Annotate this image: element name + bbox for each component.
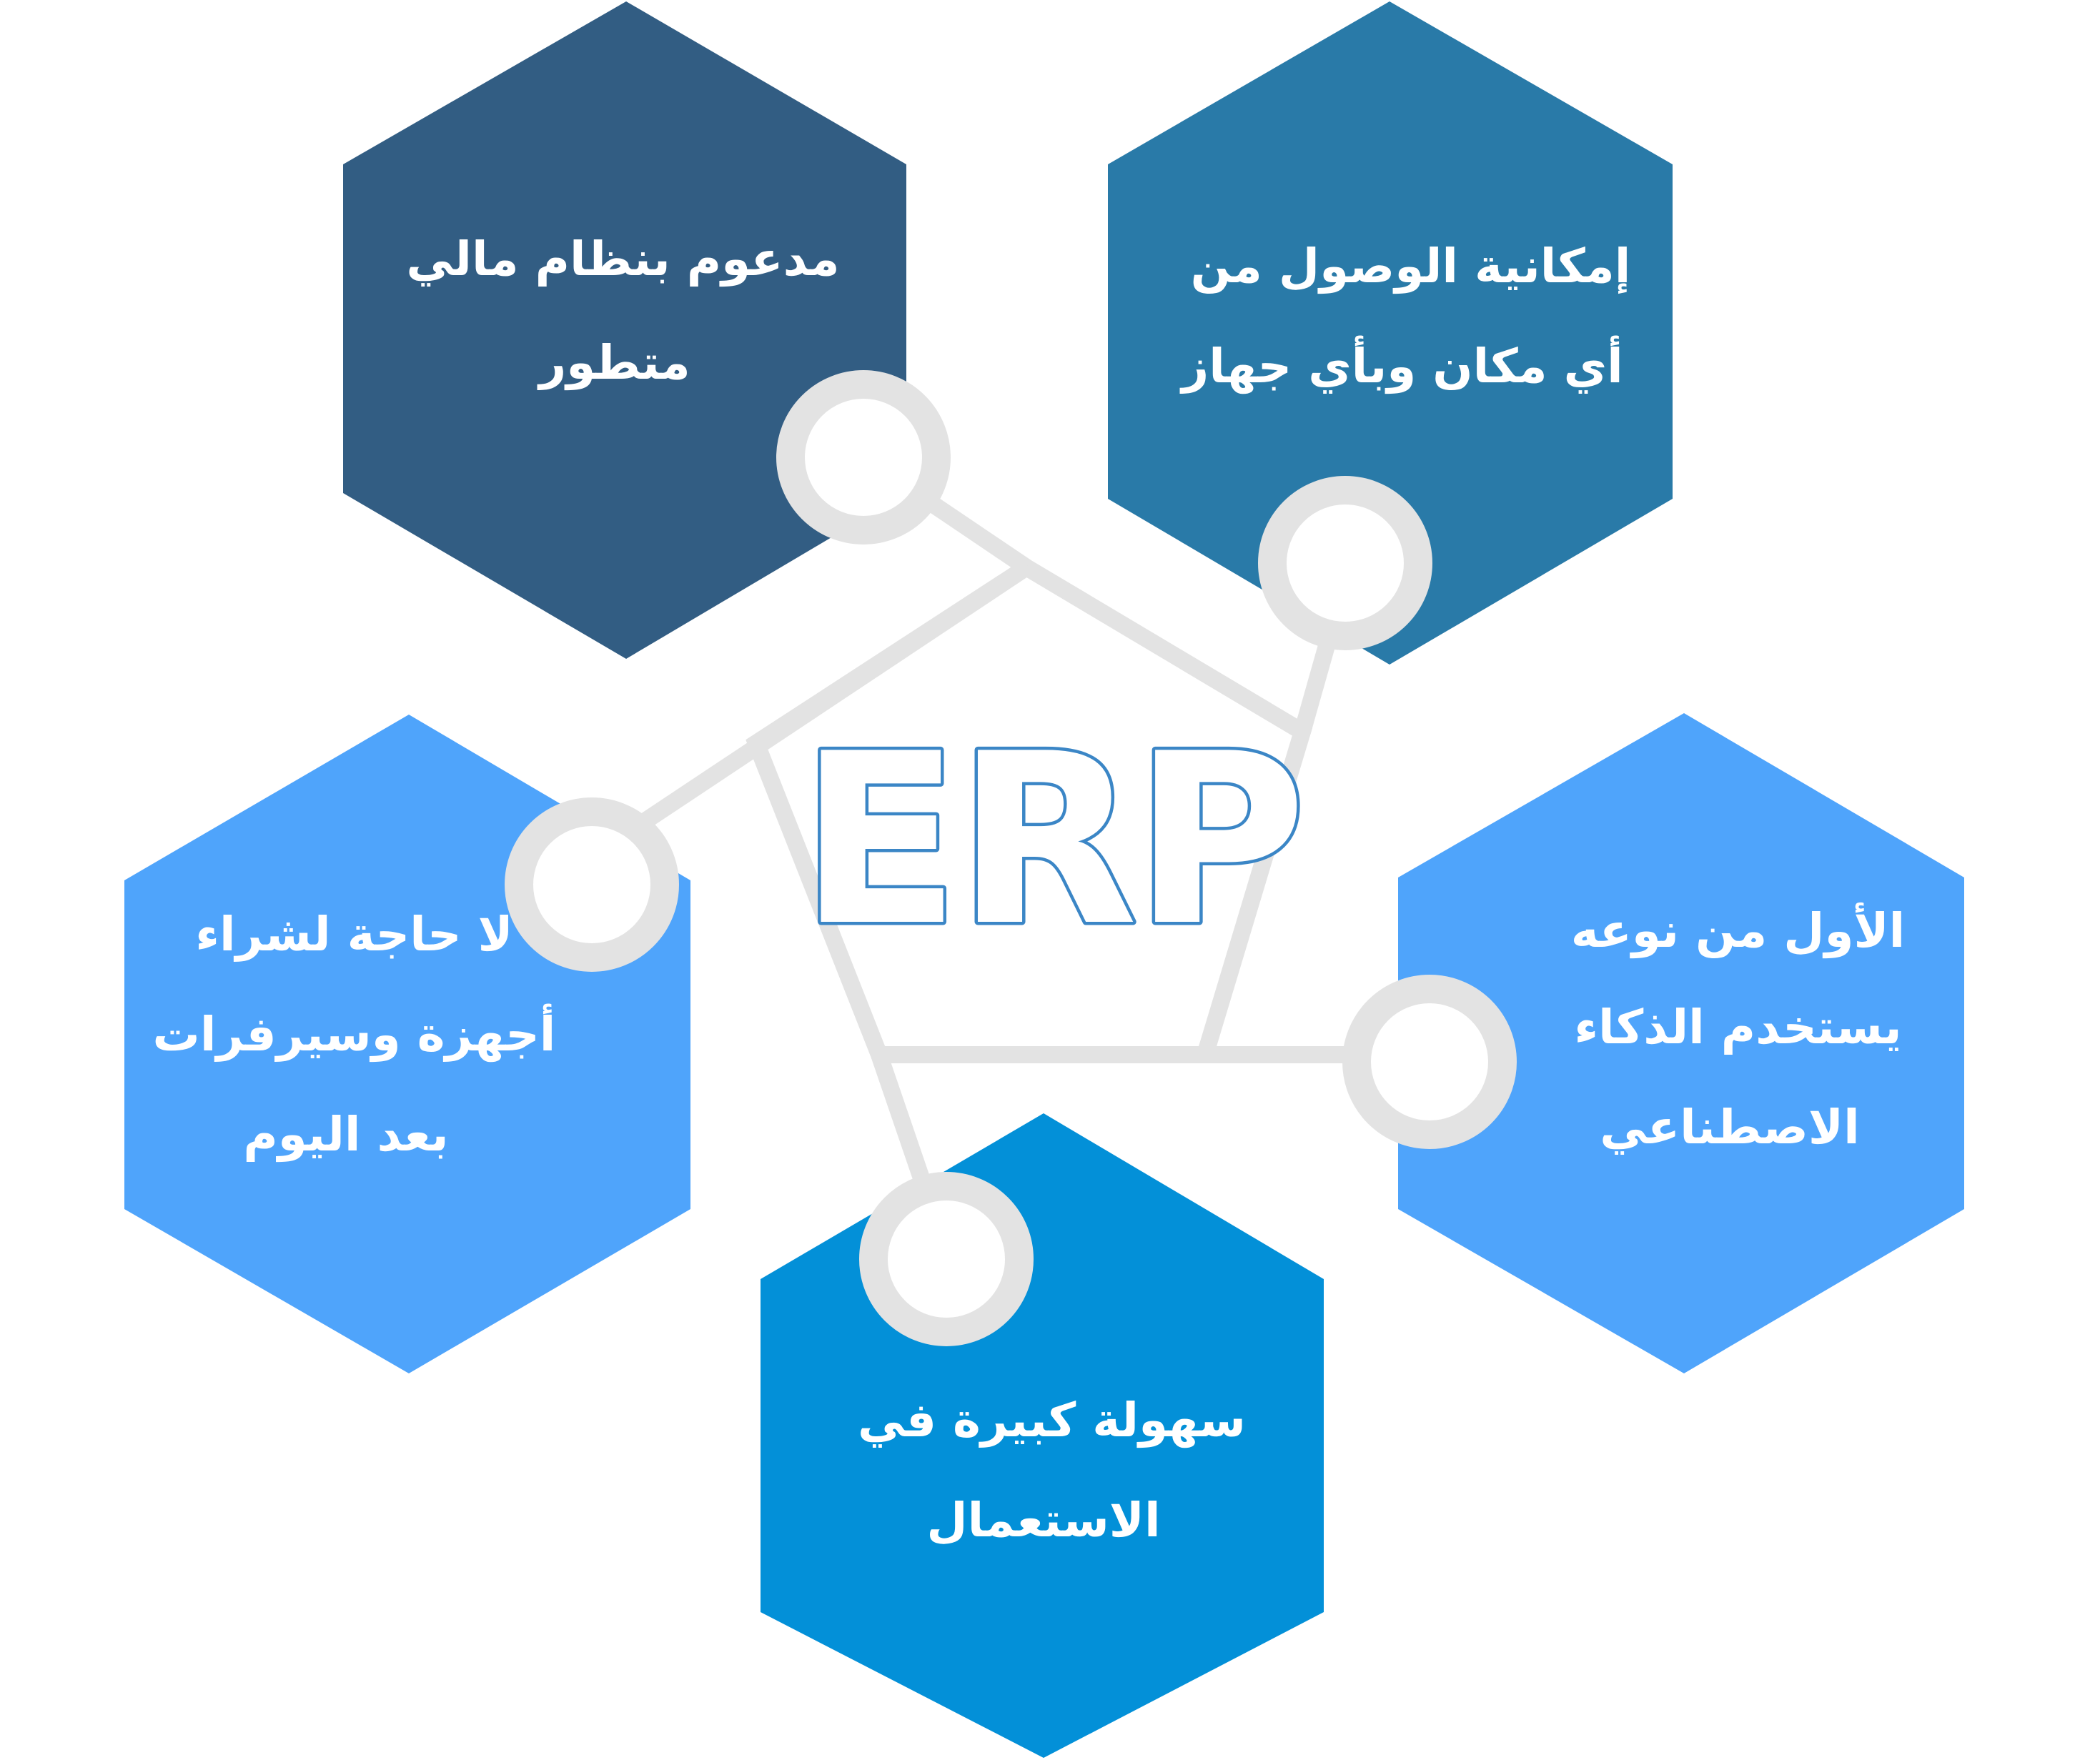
node-ai [1342, 975, 1517, 1149]
feature-ease-text: سهولة كبيرة في الاستعمال [841, 1393, 1246, 1548]
feature-financial-line-1: مدعوم بنظام مالي [406, 232, 839, 287]
hexagon-access [1108, 1, 1673, 665]
node-hardware [505, 797, 679, 972]
feature-hardware-line-3: بعد اليوم [243, 1107, 448, 1163]
node-financial [776, 370, 951, 545]
feature-access-line-2: أي مكان وبأي جهاز [1179, 335, 1623, 394]
feature-ai-line-2: يستخدم الذكاء [1574, 1000, 1901, 1055]
feature-financial-text: مدعوم بنظام مالي متطور [390, 232, 839, 391]
feature-hardware-line-1: لا حاجة لشراء [195, 907, 512, 962]
feature-ease-line-2: الاستعمال [926, 1493, 1160, 1548]
feature-access-text: إمكانية الوصول من أي مكان وبأي جهاز [1174, 239, 1631, 394]
feature-financial-line-2: متطور [537, 335, 690, 391]
hexagon-financial [343, 1, 906, 659]
feature-ai-text: الأول من نوعه يستخدم الذكاء الاصطناعي [1555, 902, 1906, 1155]
erp-label: ERP [799, 703, 1302, 978]
feature-ai-line-1: الأول من نوعه [1571, 902, 1906, 959]
connector-hardware [624, 560, 1031, 839]
hexagon-ai [1398, 713, 1964, 1373]
feature-ai-line-3: الاصطناعي [1600, 1100, 1859, 1155]
feature-ease-line-1: سهولة كبيرة في [858, 1393, 1246, 1448]
feature-access-line-1: إمكانية الوصول من [1191, 239, 1631, 294]
feature-hardware-line-2: أجهزة وسيرفرات [153, 1003, 556, 1063]
node-access [1258, 476, 1432, 650]
node-ease [859, 1172, 1034, 1346]
feature-hardware-text: لا حاجة لشراء أجهزة وسيرفرات بعد اليوم [137, 907, 556, 1163]
